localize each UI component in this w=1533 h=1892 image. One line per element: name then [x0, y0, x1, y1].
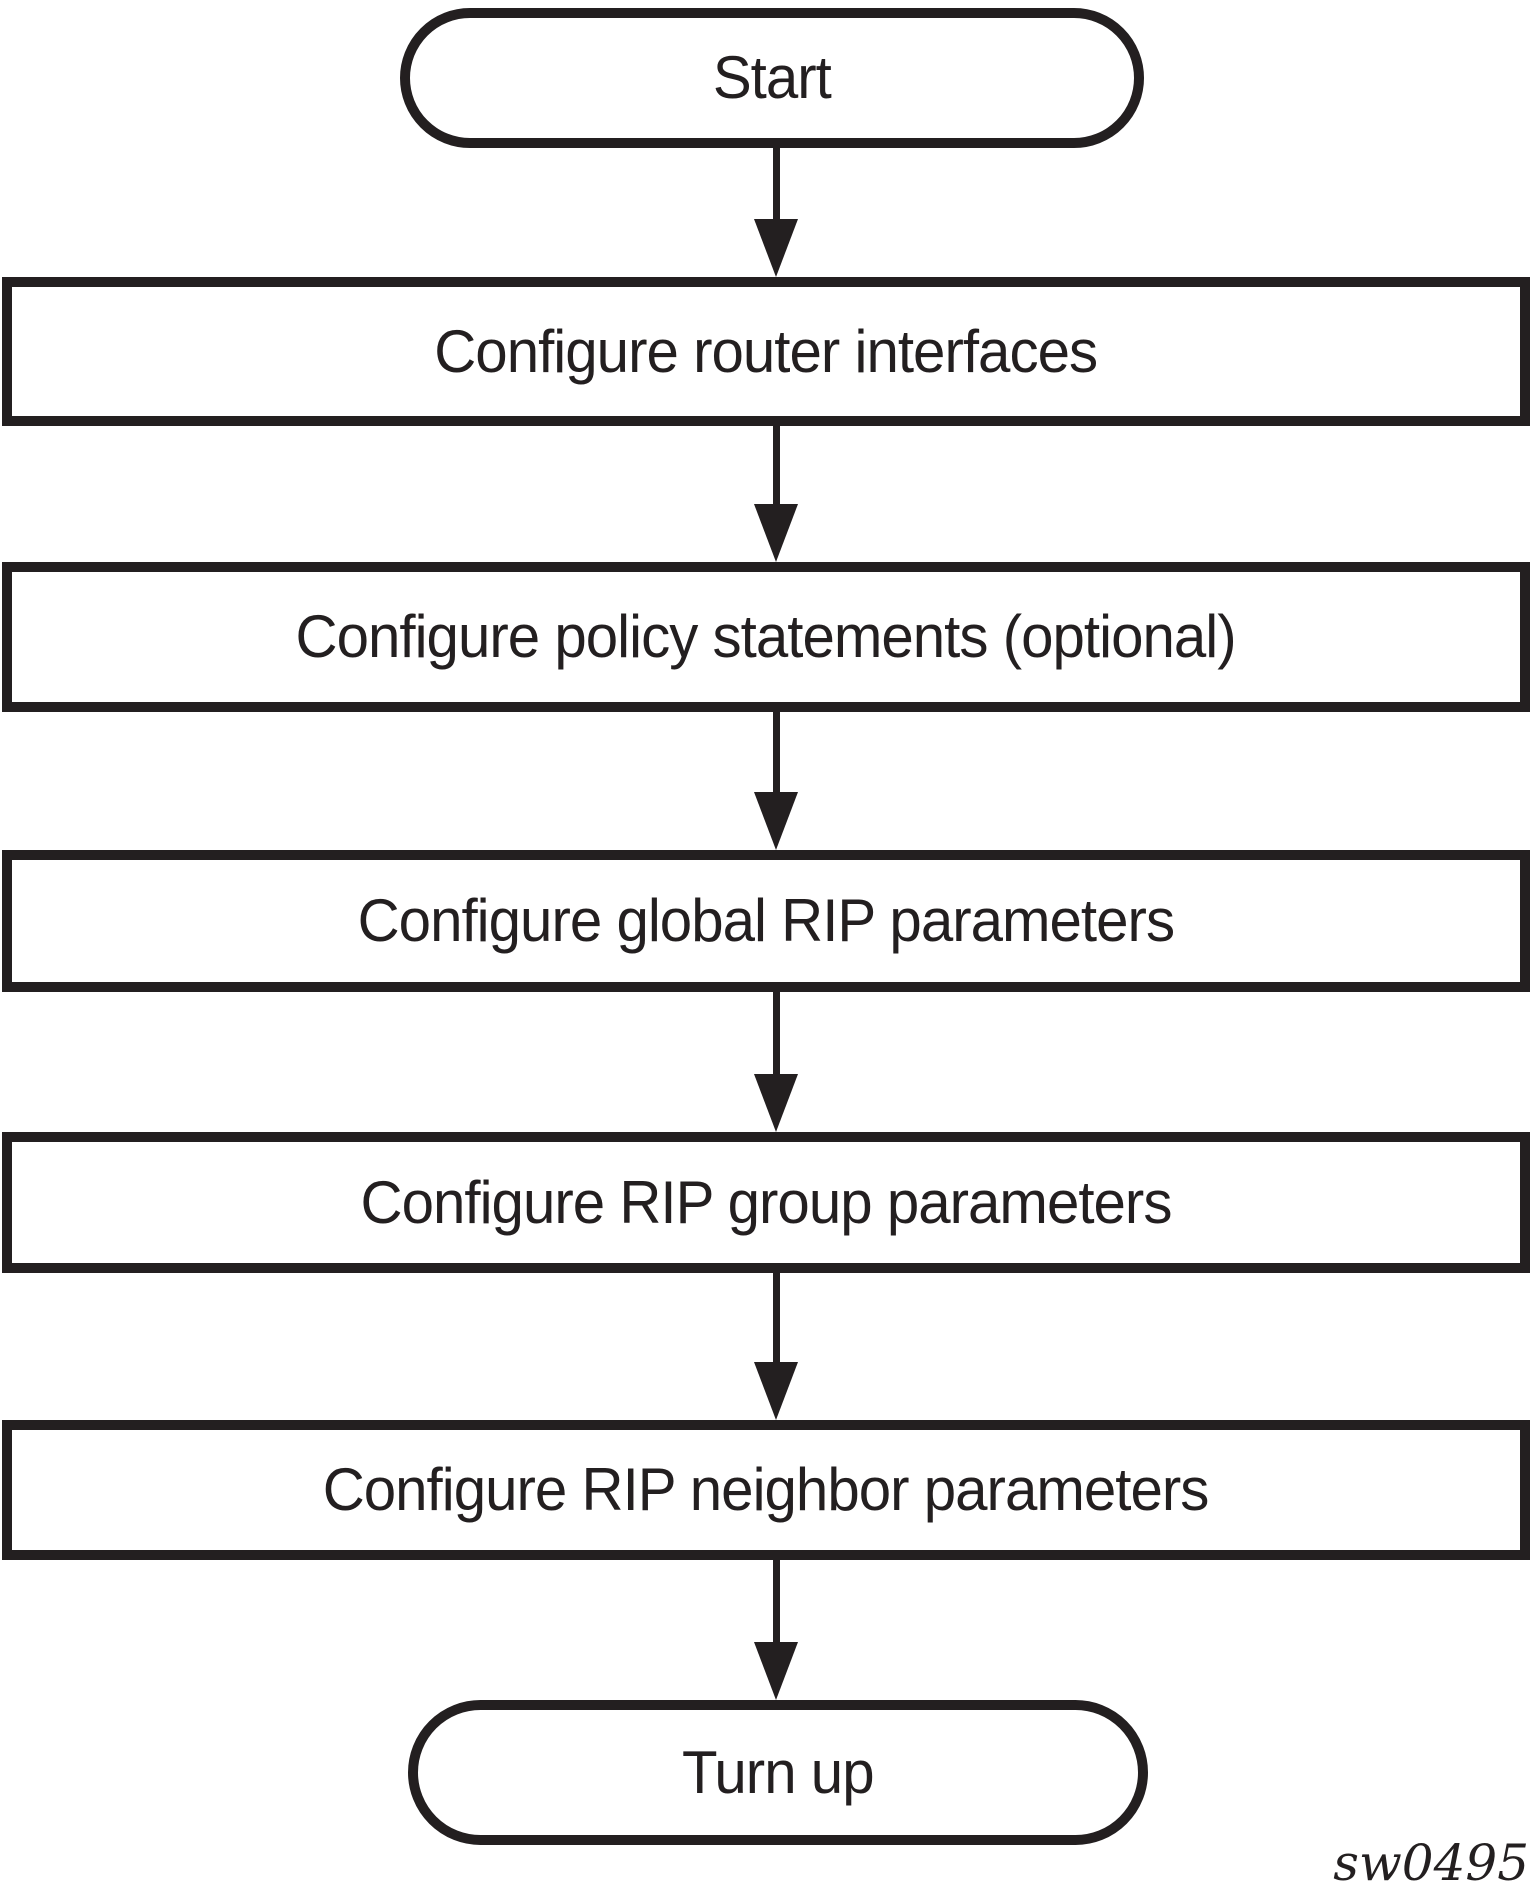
figure-id-watermark: sw0495 [1333, 1834, 1529, 1892]
node-step1-label: Configure router interfaces [434, 317, 1099, 385]
flow-arrow-2 [754, 426, 798, 562]
node-end-label: Turn up [682, 1738, 875, 1806]
flow-arrow-1 [754, 148, 798, 277]
arrow-line [772, 1273, 780, 1362]
node-step4-label: Configure RIP group parameters [360, 1168, 1173, 1236]
node-step2-label: Configure policy statements (optional) [295, 603, 1237, 670]
arrow-head-down-icon [754, 504, 798, 562]
node-configure-router-interfaces: Configure router interfaces [2, 277, 1530, 426]
node-step5-label: Configure RIP neighbor parameters [323, 1456, 1210, 1523]
node-step3-label: Configure global RIP parameters [357, 887, 1175, 954]
arrow-head-down-icon [754, 1362, 798, 1420]
flow-arrow-5 [754, 1273, 798, 1420]
node-turn-up: Turn up [408, 1700, 1148, 1845]
flow-arrow-6 [754, 1560, 798, 1700]
node-configure-global-rip-parameters: Configure global RIP parameters [2, 850, 1530, 992]
arrow-line [772, 712, 780, 792]
node-start-label: Start [712, 44, 832, 111]
arrow-head-down-icon [754, 219, 798, 277]
node-configure-policy-statements: Configure policy statements (optional) [2, 562, 1530, 712]
flow-arrow-3 [754, 712, 798, 850]
arrow-line [772, 426, 780, 504]
arrow-line [772, 148, 780, 219]
arrow-head-down-icon [754, 1074, 798, 1132]
arrow-head-down-icon [754, 1642, 798, 1700]
arrow-line [772, 1560, 780, 1642]
node-start: Start [400, 8, 1144, 148]
flow-arrow-4 [754, 992, 798, 1132]
node-configure-rip-neighbor-parameters: Configure RIP neighbor parameters [2, 1420, 1530, 1560]
arrow-head-down-icon [754, 792, 798, 850]
arrow-line [772, 992, 780, 1074]
node-configure-rip-group-parameters: Configure RIP group parameters [2, 1132, 1530, 1273]
